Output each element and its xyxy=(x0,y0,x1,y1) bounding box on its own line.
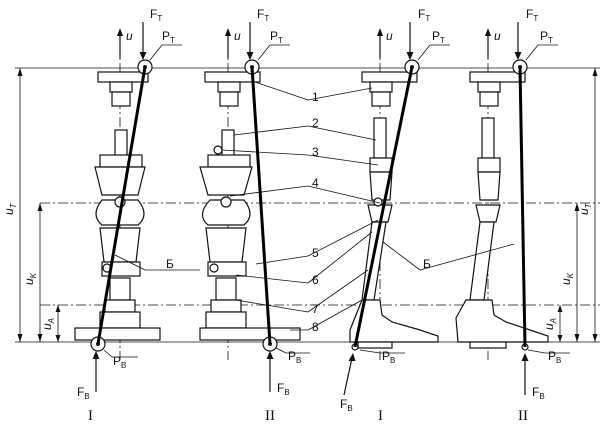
axis-u-label-4: u xyxy=(494,29,501,43)
dim-ankle-label-right: uA xyxy=(542,318,558,330)
callout-leaders: 1 2 3 4 5 6 7 8 Б Б xyxy=(114,81,515,334)
view-label-2: II xyxy=(265,408,275,424)
view-label-1: I xyxy=(88,408,93,424)
view-labels: I II I II xyxy=(88,408,528,424)
axis-u-label-2: u xyxy=(234,29,241,43)
point-top-label-4: PT xyxy=(540,29,553,45)
callout-8: 8 xyxy=(312,320,319,334)
line-b-label-right: Б xyxy=(423,257,431,271)
prosthesis-2: u xyxy=(199,22,301,392)
prosthesis-4: u xyxy=(455,22,549,395)
force-top-label-4: FT xyxy=(526,7,538,23)
point-bottom-label-2: PB xyxy=(288,349,301,365)
view-label-4: II xyxy=(518,408,528,424)
dim-knee-label-right: uK xyxy=(559,272,575,285)
force-labels: FT PT FT PT FT PT FT PT PB FB PB FB PB F… xyxy=(77,7,570,413)
right-dimensions: uT uK uA xyxy=(542,68,598,342)
point-top-label-3: PT xyxy=(432,29,445,45)
force-bottom-label-3: FB xyxy=(340,397,353,413)
point-top-label-1: PT xyxy=(162,29,175,45)
view-label-3: I xyxy=(378,408,383,424)
axis-u-label-3: u xyxy=(386,29,393,43)
callout-3: 3 xyxy=(312,145,319,159)
point-bottom-label-1: PB xyxy=(113,354,126,370)
force-bottom-label-2: FB xyxy=(277,381,290,397)
force-bottom-label-1: FB xyxy=(77,385,90,401)
point-bottom-label-4: PB xyxy=(548,349,561,365)
callout-1: 1 xyxy=(312,90,319,104)
dim-knee-label: uK xyxy=(22,272,38,285)
axis-u-label: u xyxy=(126,29,133,43)
prosthesis-1: u xyxy=(74,22,161,392)
callout-6: 6 xyxy=(312,273,319,287)
prosthesis-3: u xyxy=(343,22,439,396)
force-top-label-3: FT xyxy=(418,7,430,23)
dim-ankle-label: uA xyxy=(40,318,56,330)
dim-total-label: uT xyxy=(2,202,18,215)
force-top-label-1: FT xyxy=(150,7,162,23)
callout-4: 4 xyxy=(312,176,319,190)
callout-2: 2 xyxy=(312,116,319,130)
force-bottom-label-4: FB xyxy=(532,385,545,401)
point-bottom-label-3: PB xyxy=(382,349,395,365)
dim-total-label-right: uT xyxy=(577,202,593,215)
line-b-label-left: Б xyxy=(166,257,174,271)
force-top-label-2: FT xyxy=(257,7,269,23)
callout-7: 7 xyxy=(312,302,319,316)
point-top-label-2: PT xyxy=(270,29,283,45)
callout-5: 5 xyxy=(312,246,319,260)
left-dimensions: uT uK uA xyxy=(2,68,61,342)
